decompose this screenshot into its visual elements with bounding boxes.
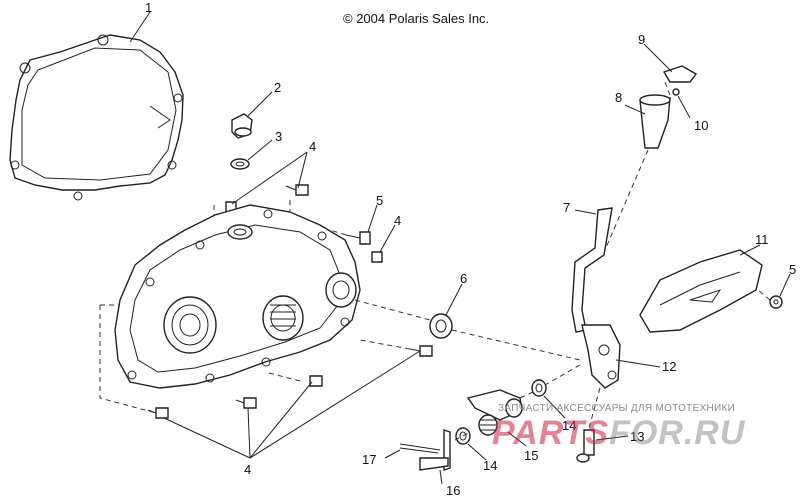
callout-5-top: 5 bbox=[376, 193, 383, 208]
gasket-part-1[interactable] bbox=[9, 34, 184, 201]
callout-14-upper: 14 bbox=[562, 418, 576, 433]
pin-part-16[interactable] bbox=[419, 429, 451, 471]
callout-5-right: 5 bbox=[789, 262, 796, 277]
callout-11: 11 bbox=[755, 232, 769, 247]
plug-part-2[interactable] bbox=[231, 113, 253, 139]
watermark-logo-left: PARTS bbox=[492, 414, 610, 452]
guard-part-11[interactable] bbox=[639, 249, 763, 333]
callout-3: 3 bbox=[275, 129, 282, 144]
copyright-notice: © 2004 Polaris Sales Inc. bbox=[343, 11, 490, 26]
callout-14-lower: 14 bbox=[483, 458, 497, 473]
bolt-part-5-right[interactable] bbox=[769, 295, 783, 309]
cotter-pin-part-17[interactable] bbox=[399, 443, 441, 454]
assembly-lines bbox=[99, 81, 771, 441]
callout-4-top: 4 bbox=[309, 139, 316, 154]
gearcase-cover[interactable] bbox=[114, 204, 361, 389]
callout-4-bottom: 4 bbox=[244, 462, 251, 477]
shift-lever-part-7[interactable] bbox=[571, 207, 621, 389]
bolt-part-4-right[interactable] bbox=[371, 251, 383, 263]
callout-17: 17 bbox=[362, 452, 376, 467]
watermark-logo-right: FOR.RU bbox=[609, 414, 746, 452]
callout-4-right: 4 bbox=[394, 213, 401, 228]
callout-9: 9 bbox=[638, 32, 645, 47]
bolt-part-13[interactable] bbox=[576, 429, 595, 463]
callout-10: 10 bbox=[694, 118, 708, 133]
knob-boot-part-8[interactable] bbox=[639, 94, 671, 149]
washer-part-3[interactable] bbox=[230, 158, 250, 170]
washer-part-14-upper[interactable] bbox=[531, 379, 547, 397]
callout-13: 13 bbox=[630, 429, 644, 444]
bolt-part-4-lower[interactable] bbox=[147, 345, 433, 419]
callout-6: 6 bbox=[460, 271, 467, 286]
leader-lines bbox=[129, 11, 791, 485]
callout-8: 8 bbox=[615, 90, 622, 105]
cap-part-9[interactable] bbox=[662, 65, 698, 83]
seal-part-6[interactable] bbox=[429, 313, 453, 339]
callout-7: 7 bbox=[563, 200, 570, 215]
callout-1: 1 bbox=[145, 0, 152, 15]
watermark-logo: PARTSFOR.RU bbox=[492, 414, 745, 453]
callout-12: 12 bbox=[662, 359, 676, 374]
clip-part-10[interactable] bbox=[672, 88, 680, 96]
callout-2: 2 bbox=[274, 80, 281, 95]
bolt-part-5-upper[interactable] bbox=[345, 231, 371, 245]
washer-part-14-lower[interactable] bbox=[455, 427, 471, 445]
spring-bracket-part-15[interactable] bbox=[466, 389, 523, 436]
callout-16: 16 bbox=[446, 483, 460, 498]
callout-15: 15 bbox=[524, 448, 538, 463]
watermark-text: ЗАПЧАСТИ АКСЕССУАРЫ ДЛЯ МОТОТЕХНИКИ bbox=[498, 403, 736, 414]
